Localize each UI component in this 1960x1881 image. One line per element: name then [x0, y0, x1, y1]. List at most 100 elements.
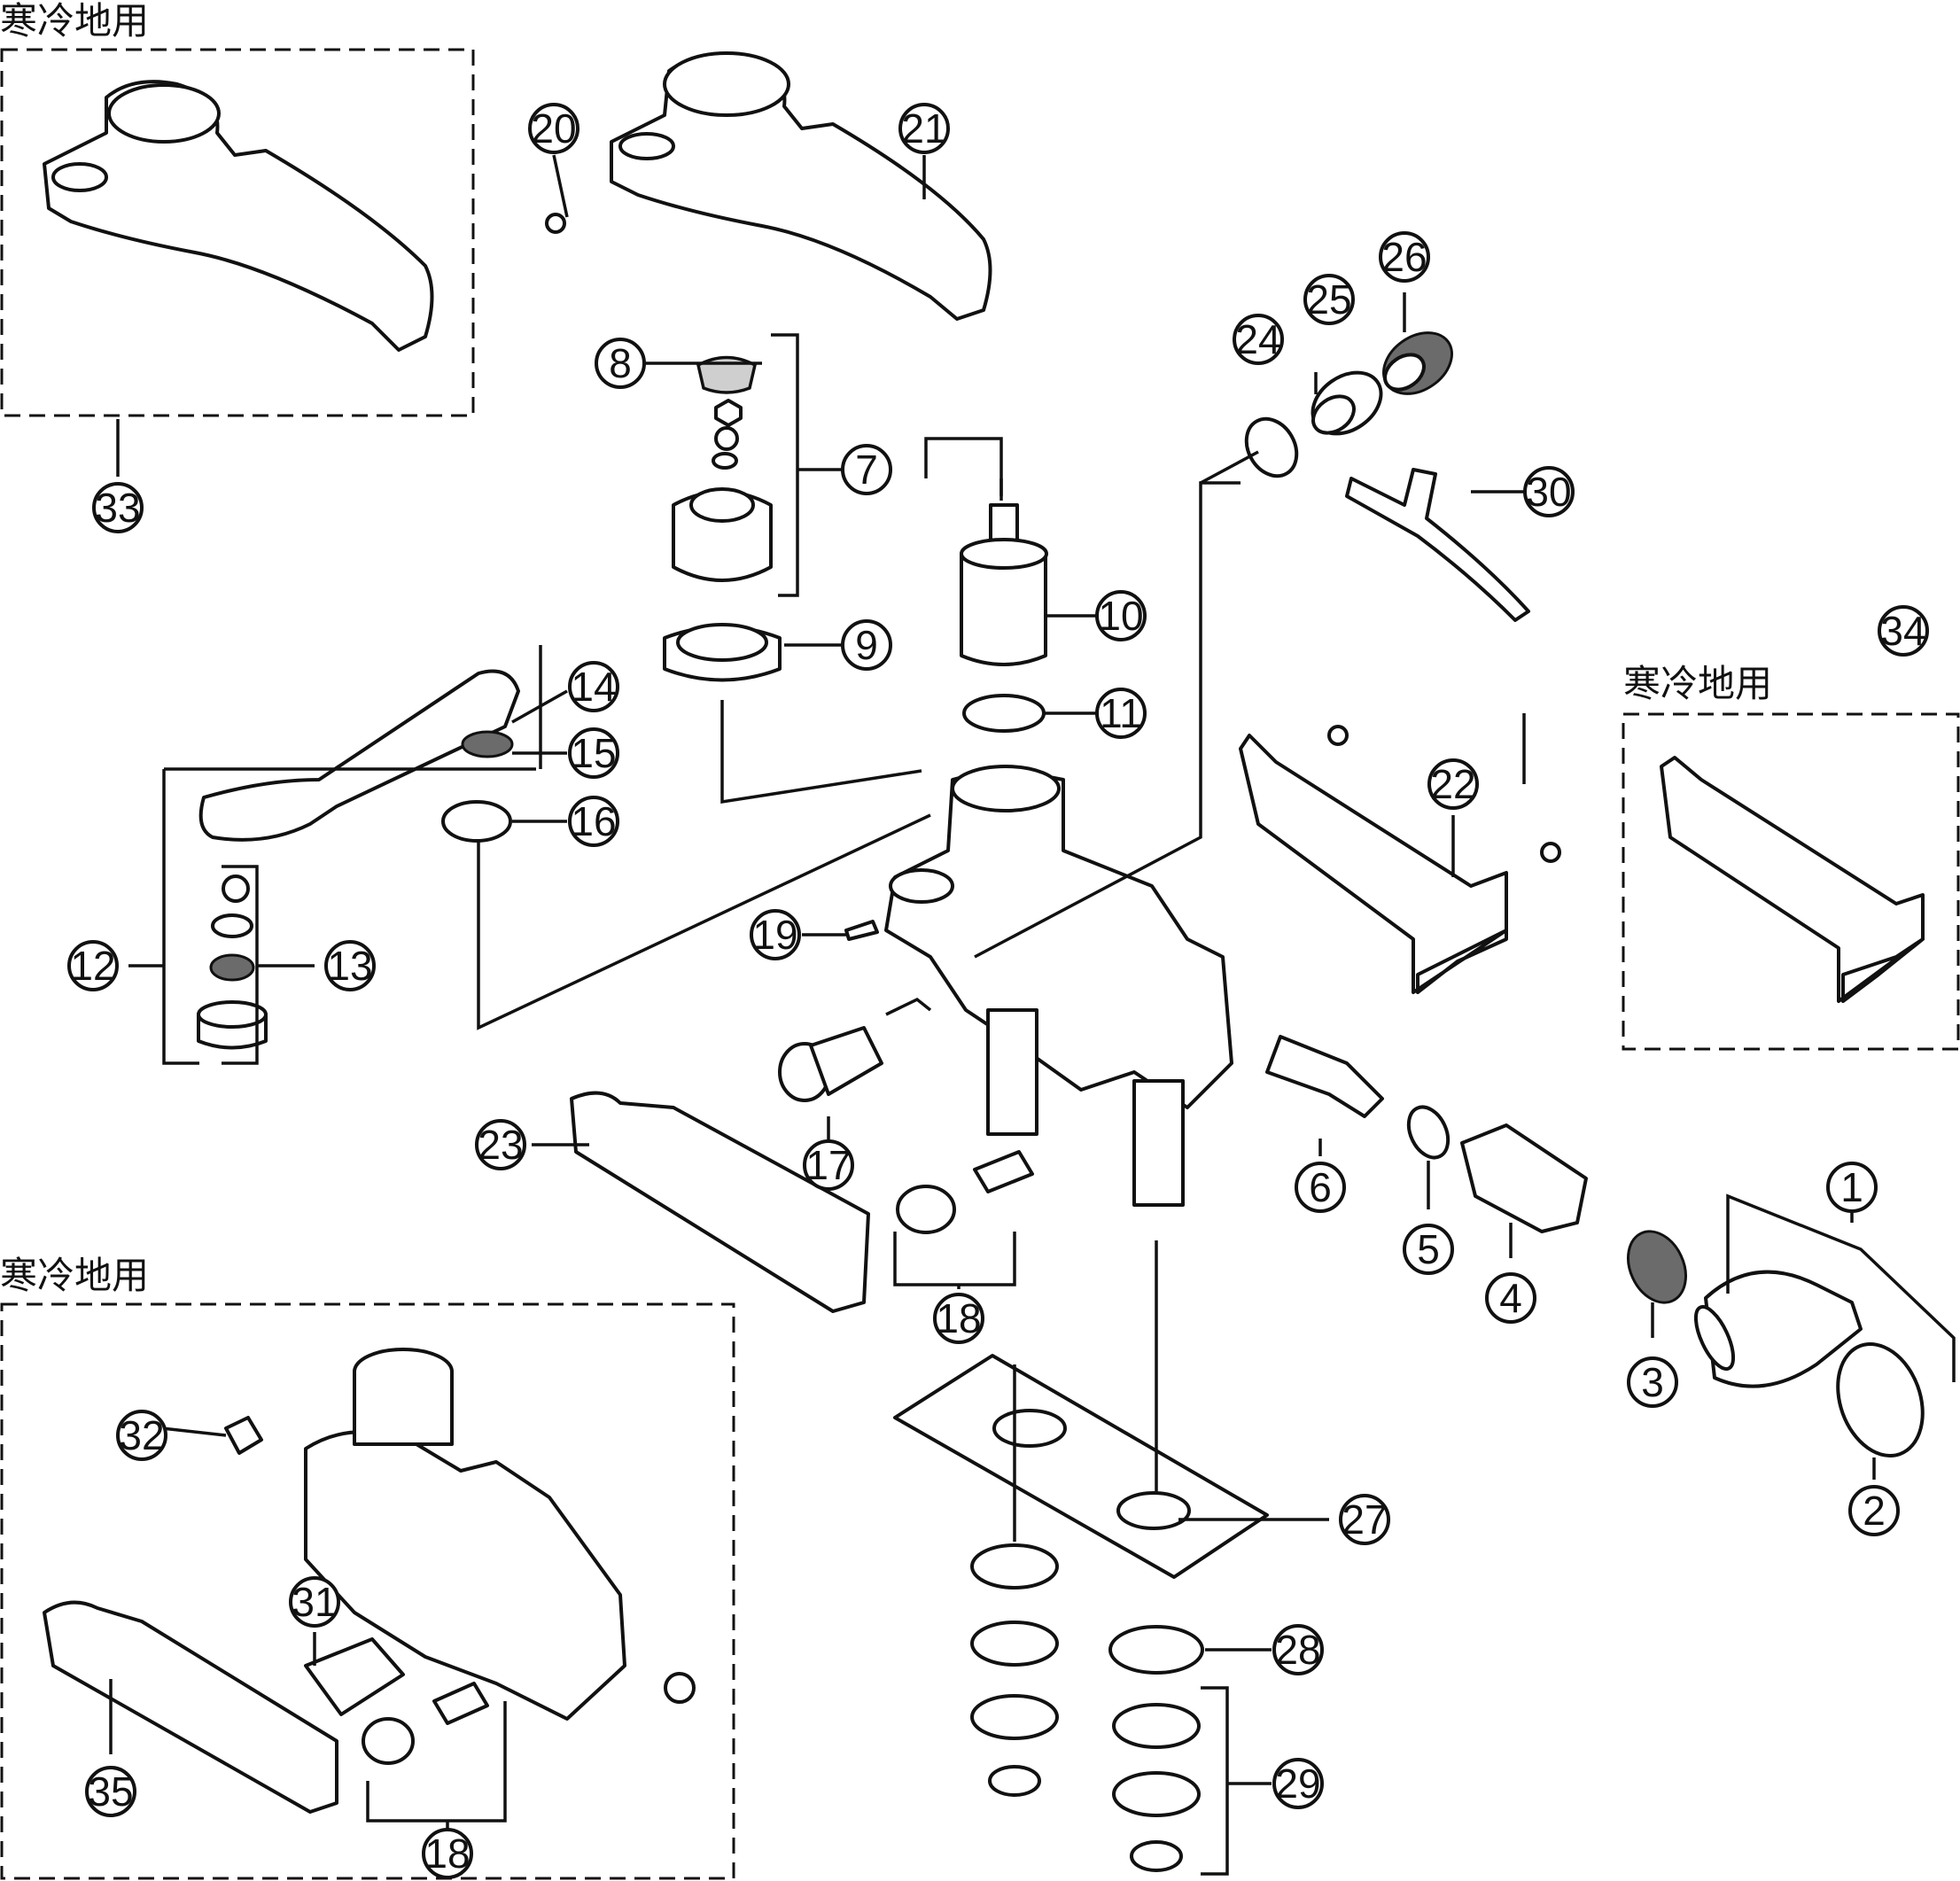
- callout-19-label: 19: [752, 912, 797, 958]
- callout-15: 15: [568, 727, 619, 779]
- part-31-valve: [304, 1637, 405, 1716]
- part-26-adapter: [1382, 331, 1453, 395]
- callout-7: 7: [841, 444, 892, 495]
- part-10-cartridge: [960, 503, 1048, 666]
- callout-28-label: 28: [1275, 1627, 1320, 1673]
- part-27-hole-right: [1116, 1491, 1191, 1530]
- cold-region-box-33: 寒冷地用: [0, 0, 475, 417]
- part-33-spout-cover: [43, 80, 434, 352]
- callout-21: 21: [898, 103, 950, 154]
- part-14-15-aerator-outlet: [461, 730, 514, 758]
- callout-34: 34: [1878, 605, 1929, 657]
- callout-29: 29: [1272, 1758, 1324, 1809]
- callout-29-label: 29: [1275, 1761, 1320, 1807]
- callout-9-label: 9: [855, 622, 878, 668]
- part-34-bracket: [1660, 756, 1925, 1003]
- callout-19: 19: [750, 909, 801, 960]
- part-cold-region-body: [304, 1348, 626, 1721]
- callout-10-label: 10: [1098, 593, 1143, 639]
- callout-28: 28: [1272, 1624, 1324, 1675]
- callout-32-label: 32: [119, 1412, 164, 1458]
- callout-27-label: 27: [1342, 1496, 1387, 1543]
- callout-27: 27: [1339, 1494, 1390, 1545]
- callout-6: 6: [1295, 1162, 1346, 1213]
- callout-26: 26: [1379, 231, 1430, 283]
- callout-25: 25: [1303, 274, 1355, 325]
- callout-16-label: 16: [571, 798, 616, 844]
- part-6-cartridge: [1265, 1035, 1384, 1118]
- callout-4-label: 4: [1499, 1275, 1522, 1321]
- part-1-dial: [1693, 1270, 1863, 1388]
- callout-2: 2: [1848, 1485, 1900, 1536]
- callout-5-label: 5: [1417, 1226, 1440, 1272]
- callout-15-label: 15: [571, 730, 616, 776]
- cold-region-label-top-left: 寒冷地用: [0, 0, 149, 43]
- callout-31-label: 31: [292, 1579, 337, 1625]
- callout-11-label: 11: [1100, 690, 1142, 736]
- part-32-plug: [224, 1416, 263, 1455]
- callout-35-label: 35: [88, 1768, 133, 1815]
- cold-region-box-bottom: 寒冷地用: [0, 1254, 735, 1880]
- callout-7-label: 7: [855, 447, 878, 493]
- callout-22-label: 22: [1430, 761, 1475, 807]
- callout-5: 5: [1403, 1224, 1454, 1275]
- part-2-knob: [1836, 1342, 1925, 1457]
- callout-32: 32: [116, 1410, 167, 1461]
- callout-12-label: 12: [70, 943, 115, 989]
- callout-4: 4: [1485, 1272, 1536, 1324]
- part-25-nut: [1311, 370, 1383, 436]
- callout-33: 33: [92, 482, 144, 533]
- part-21-spout-cover: [610, 51, 992, 321]
- part-4-element: [1460, 1123, 1588, 1233]
- callout-31: 31: [289, 1576, 340, 1628]
- part-23-cover-plate: [570, 1091, 870, 1313]
- callout-8-label: 8: [609, 340, 632, 386]
- callout-22: 22: [1427, 758, 1479, 810]
- callout-11: 11: [1095, 688, 1147, 739]
- callout-23-label: 23: [478, 1122, 523, 1168]
- callout-35: 35: [85, 1766, 136, 1817]
- cold-region-label-right: 寒冷地用: [1623, 662, 1772, 705]
- callout-23: 23: [475, 1119, 526, 1170]
- part-9-ring-nut: [663, 623, 782, 682]
- part-30-wrench: [1345, 468, 1530, 622]
- part-12-spout: [198, 669, 520, 842]
- part-17-valve: [778, 1026, 883, 1102]
- part-18-plugs: [896, 1150, 1034, 1234]
- callout-8: 8: [595, 338, 646, 389]
- callout-20: 20: [528, 103, 579, 154]
- part-22-bracket: [1239, 725, 1561, 994]
- callout-2-label: 2: [1863, 1488, 1886, 1534]
- part-11-disc: [962, 694, 1046, 733]
- part-35-cover-plate: [43, 1600, 338, 1814]
- part-7-handle-assembly: [672, 355, 773, 582]
- callout-16: 16: [568, 796, 619, 847]
- callout-12: 12: [67, 940, 119, 991]
- callout-9: 9: [841, 619, 892, 671]
- part-20-plug: [545, 213, 566, 234]
- callout-21-label: 21: [901, 105, 946, 152]
- part-27-hole-left: [992, 1409, 1067, 1448]
- callout-13: 13: [324, 940, 376, 991]
- callout-30-label: 30: [1526, 469, 1571, 515]
- cold-region-label-bottom-left: 寒冷地用: [0, 1254, 149, 1297]
- callout-14: 14: [568, 661, 619, 712]
- part-5-washer: [1406, 1105, 1451, 1160]
- part-28-29-washer-stack-right: [1108, 1625, 1204, 1872]
- callout-24: 24: [1233, 314, 1284, 365]
- callout-18-cold-label: 18: [424, 1830, 470, 1877]
- callout-17-label: 17: [805, 1142, 851, 1188]
- part-8-cap: [696, 355, 758, 394]
- part-washer-stack-left: [970, 1543, 1059, 1797]
- part-27-plate: [893, 1354, 1269, 1579]
- cold-region-box-34: 寒冷地用: [1622, 662, 1960, 1051]
- callout-18-cold: 18: [422, 1828, 473, 1879]
- callout-10: 10: [1095, 590, 1147, 641]
- callout-18: 18: [933, 1293, 984, 1344]
- callout-3-label: 3: [1641, 1359, 1664, 1405]
- callout-6-label: 6: [1309, 1164, 1332, 1210]
- callout-17: 17: [803, 1139, 854, 1191]
- part-13-aerator-set: [197, 874, 268, 1050]
- callout-25-label: 25: [1306, 276, 1351, 323]
